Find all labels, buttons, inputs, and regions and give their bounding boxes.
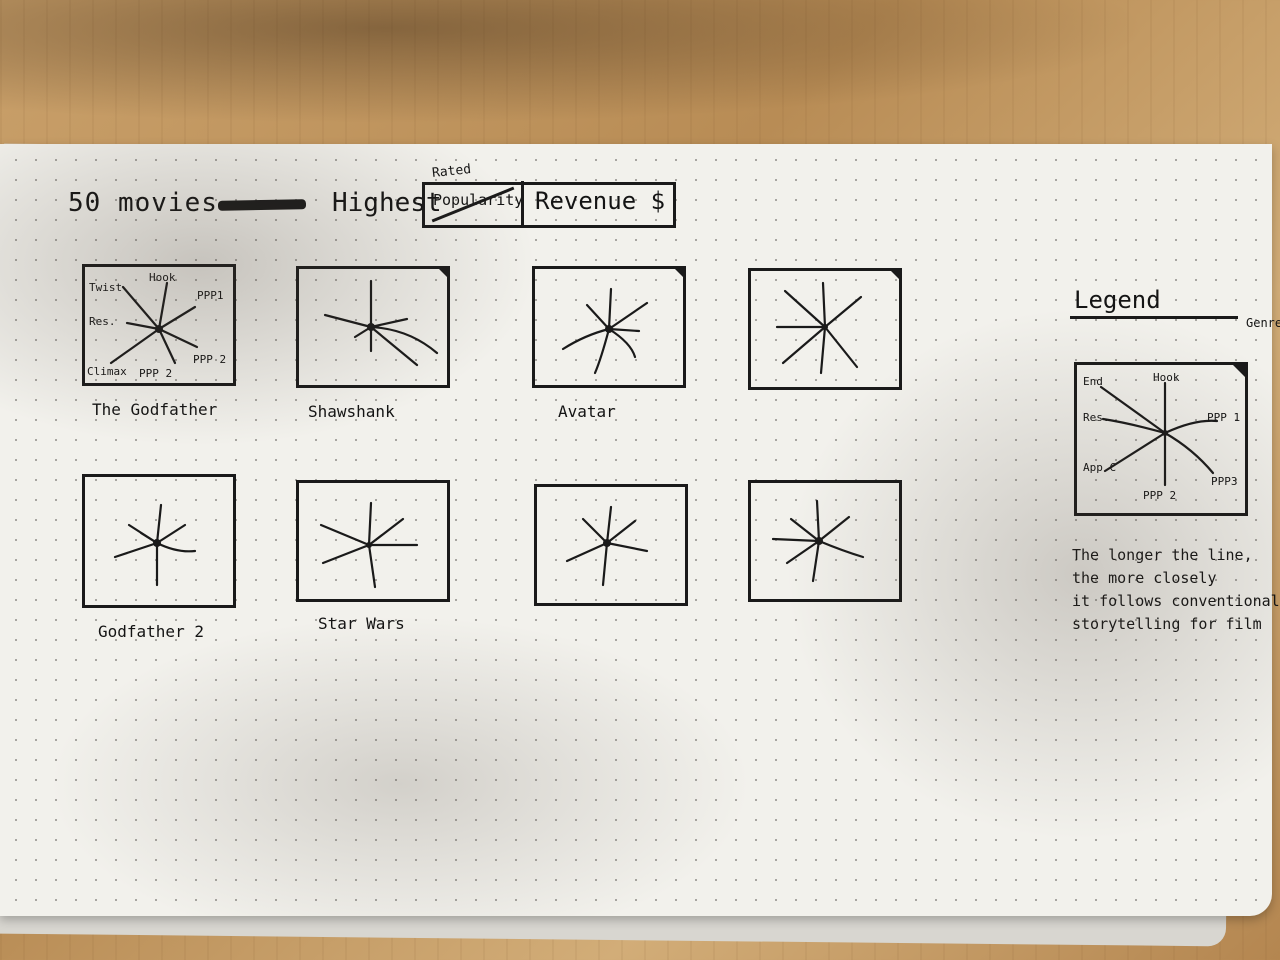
movie-radial-card[interactable] xyxy=(296,266,450,388)
label-twist: Twist xyxy=(89,281,123,294)
legend-note: The longer the line, the more closely it… xyxy=(1072,546,1280,633)
radial-spokes xyxy=(775,281,863,375)
caption-avatar: Avatar xyxy=(558,402,616,421)
radial-spokes xyxy=(323,279,439,367)
caption-shawshank: Shawshank xyxy=(308,402,395,421)
radial-spokes xyxy=(565,505,649,587)
legend-label-ppp1: PPP 1 xyxy=(1207,411,1241,424)
caption-godfather-2: Godfather 2 xyxy=(98,622,204,641)
radial-spokes xyxy=(109,281,199,365)
movie-radial-card[interactable] xyxy=(532,266,686,388)
radial-spokes xyxy=(113,503,197,587)
legend-underline xyxy=(1070,316,1238,319)
legend-label-ppp2: PPP 2 xyxy=(1143,489,1177,502)
movie-radial-card[interactable]: Twist Hook PPP1 Res. PPP 2 Climax PPP 2 xyxy=(82,264,236,386)
desk-shadow xyxy=(0,0,1280,140)
option-revenue[interactable]: Revenue $ xyxy=(535,187,666,215)
label-climax: Climax xyxy=(87,365,127,378)
movie-radial-card[interactable] xyxy=(82,474,236,608)
movie-radial-card[interactable] xyxy=(534,484,688,606)
legend-title: Legend xyxy=(1074,286,1161,314)
radial-spokes xyxy=(561,287,649,375)
legend-radial-spokes xyxy=(1099,381,1219,487)
label-ppp2: PPP 2 xyxy=(139,367,173,380)
selector-divider xyxy=(521,181,524,225)
legend-radial-card: End Hook Res. PPP 1 App C PPP 2 PPP3 xyxy=(1074,362,1248,516)
rated-annotation: Rated xyxy=(431,161,472,182)
label-res: Res. xyxy=(89,315,116,328)
movie-radial-card[interactable] xyxy=(748,268,902,390)
dotted-notebook-page: 50 movies Highest Rated Popularity Reven… xyxy=(0,144,1280,916)
legend-label-hook: Hook xyxy=(1153,371,1180,384)
metric-selector[interactable]: Popularity Revenue $ xyxy=(422,181,676,228)
sketch-title: 50 movies xyxy=(68,188,218,218)
radial-spokes xyxy=(771,499,865,583)
label-hook: Hook xyxy=(149,271,176,284)
legend-label-ppp3: PPP3 xyxy=(1211,475,1238,488)
movie-radial-card[interactable] xyxy=(748,480,902,602)
legend-label-app-c: App C xyxy=(1083,461,1117,474)
legend-label-res: Res. xyxy=(1083,411,1110,424)
legend-genre-label: Genre xyxy=(1246,316,1280,330)
caption-star-wars: Star Wars xyxy=(318,614,405,633)
movie-radial-card[interactable] xyxy=(296,480,450,602)
label-ppp1: PPP1 xyxy=(197,289,224,302)
caption-godfather: The Godfather xyxy=(92,400,218,419)
radial-spokes xyxy=(319,501,419,589)
legend-label-end: End xyxy=(1083,375,1103,388)
scribbled-out-word xyxy=(217,199,307,211)
label-ppp2-right: PPP 2 xyxy=(193,353,227,366)
